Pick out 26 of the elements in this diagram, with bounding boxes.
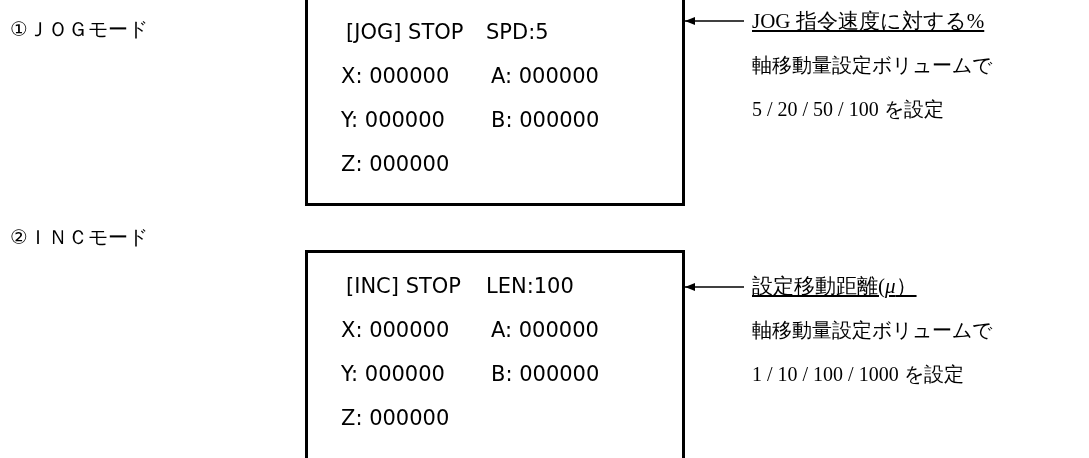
- mode-title: ②ＩＮＣモード: [10, 224, 148, 251]
- note-heading: JOG 指令速度に対する%: [752, 8, 986, 35]
- screen-text: [INC] STOP: [346, 273, 462, 301]
- lcd-screen-box: [305, 0, 685, 206]
- screen-text: X: 000000: [341, 63, 451, 91]
- screen-text: X: 000000: [341, 317, 451, 345]
- screen-text: B: 000000: [491, 361, 600, 389]
- note-text: 1 / 10 / 100 / 1000 を設定: [752, 362, 965, 387]
- screen-text: A: 000000: [491, 63, 599, 91]
- lcd-screen-box: [305, 250, 685, 458]
- screen-text: B: 000000: [491, 107, 600, 135]
- arrow: [684, 283, 745, 291]
- screen-text: LEN:100: [486, 273, 574, 301]
- arrow: [684, 17, 745, 25]
- note-text: 5 / 20 / 50 / 100 を設定: [752, 97, 945, 122]
- note-heading: 設定移動距離(μ）: [752, 273, 918, 300]
- screen-text: [JOG] STOP: [346, 19, 465, 47]
- screen-text: A: 000000: [491, 317, 599, 345]
- mode-title: ①ＪＯＧモード: [10, 16, 148, 43]
- note-text: 軸移動量設定ボリュームで: [752, 52, 993, 79]
- screen-text: Y: 000000: [341, 361, 446, 389]
- screen-text: Z: 000000: [341, 405, 451, 433]
- note-text: 軸移動量設定ボリュームで: [752, 317, 993, 344]
- screen-text: SPD:5: [486, 19, 549, 47]
- screen-text: Y: 000000: [341, 107, 446, 135]
- screen-text: Z: 000000: [341, 151, 451, 179]
